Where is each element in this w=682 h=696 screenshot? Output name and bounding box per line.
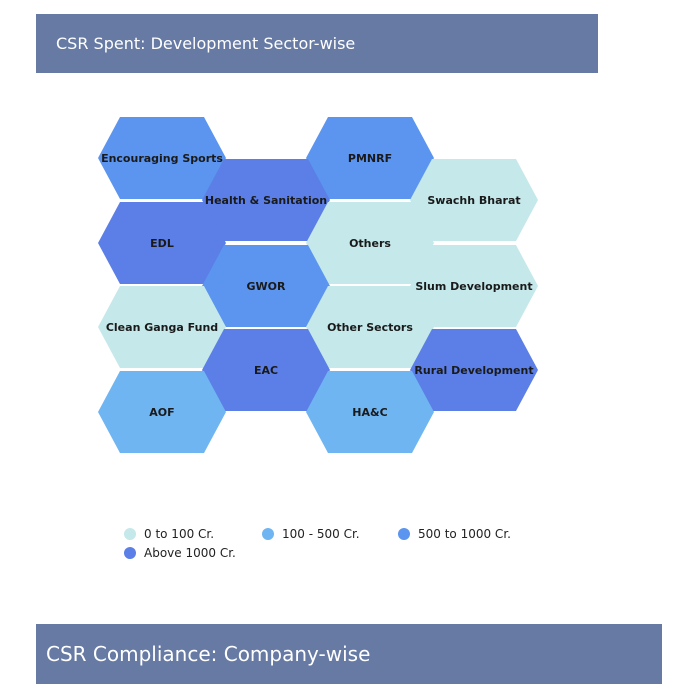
hex-label: AOF [149, 406, 174, 419]
csr-compliance-header: CSR Compliance: Company-wise [36, 624, 662, 684]
hex-cell-health-sanitation[interactable]: Health & Sanitation [202, 159, 330, 241]
hex-label: Others [349, 237, 391, 250]
hex-cell-ha-c[interactable]: HA&C [306, 371, 434, 453]
hex-cell-swachh-bharat[interactable]: Swachh Bharat [410, 159, 538, 241]
hex-cell-others[interactable]: Others [306, 202, 434, 284]
legend-dot-0-100 [124, 528, 136, 540]
hex-tile [410, 245, 538, 327]
hex-tile [98, 202, 226, 284]
hex-tile [98, 117, 226, 199]
hex-label: Other Sectors [327, 321, 413, 334]
legend-label-500-1000: 500 to 1000 Cr. [418, 527, 511, 541]
hex-tile [410, 159, 538, 241]
hex-label: HA&C [352, 406, 387, 419]
legend-label-0-100: 0 to 100 Cr. [144, 527, 215, 541]
hex-label: GWOR [247, 280, 287, 293]
hex-label: EDL [150, 237, 174, 250]
hex-label: Clean Ganga Fund [106, 321, 218, 334]
legend-label-above-1000: Above 1000 Cr. [144, 546, 236, 560]
hex-tile [306, 117, 434, 199]
hex-tile [306, 286, 434, 368]
hex-tile [98, 371, 226, 453]
hex-tile [98, 286, 226, 368]
legend-dot-500-1000 [398, 528, 410, 540]
hex-cell-clean-ganga-fund[interactable]: Clean Ganga Fund [98, 286, 226, 368]
hex-tile [410, 329, 538, 411]
csr-spent-title: CSR Spent: Development Sector-wise [56, 34, 356, 53]
legend-item-500-1000[interactable]: 500 to 1000 Cr. [398, 527, 511, 541]
hex-tile [202, 159, 330, 241]
legend-dot-100-500 [262, 528, 274, 540]
legend-label-100-500: 100 - 500 Cr. [282, 527, 360, 541]
hex-cell-rural-development[interactable]: Rural Development [410, 329, 538, 411]
csr-spent-header: CSR Spent: Development Sector-wise [36, 14, 598, 73]
hex-tile [202, 329, 330, 411]
hex-cell-other-sectors[interactable]: Other Sectors [306, 286, 434, 368]
hex-cell-gwor[interactable]: GWOR [202, 245, 330, 327]
hex-label: EAC [254, 364, 278, 377]
hex-cell-encouraging-sports[interactable]: Encouraging Sports [98, 117, 226, 199]
hex-tile [306, 202, 434, 284]
hex-label: Encouraging Sports [101, 152, 223, 165]
hex-label: Swachh Bharat [427, 194, 520, 207]
hex-label: Health & Sanitation [205, 194, 327, 207]
hex-cell-pmnrf[interactable]: PMNRF [306, 117, 434, 199]
legend-item-100-500[interactable]: 100 - 500 Cr. [262, 527, 360, 541]
hex-tile [202, 245, 330, 327]
hex-cell-edl[interactable]: EDL [98, 202, 226, 284]
legend-dot-above-1000 [124, 547, 136, 559]
hex-cell-eac[interactable]: EAC [202, 329, 330, 411]
legend-item-0-100[interactable]: 0 to 100 Cr. [124, 527, 214, 541]
csr-compliance-title: CSR Compliance: Company-wise [46, 642, 371, 666]
hex-cell-aof[interactable]: AOF [98, 371, 226, 453]
hex-label: Rural Development [414, 364, 533, 377]
hex-cell-slum-development[interactable]: Slum Development [410, 245, 538, 327]
sector-hex-chart: Encouraging Sports PMNRF Health & Sanitati… [98, 117, 538, 453]
hex-tile [306, 371, 434, 453]
hex-label: Slum Development [415, 280, 532, 293]
legend-item-above-1000[interactable]: Above 1000 Cr. [124, 546, 236, 560]
hex-label: PMNRF [348, 152, 392, 165]
